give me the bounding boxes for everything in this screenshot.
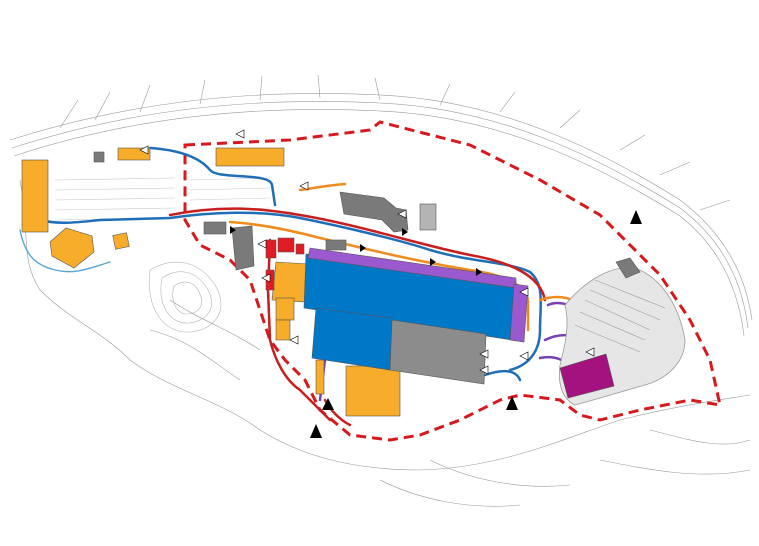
- building-gray-2: [339, 191, 409, 233]
- route-red-west: [266, 238, 332, 422]
- building-red-3: [295, 243, 305, 255]
- building-purple-east: [509, 283, 529, 343]
- background-hill-contours: [148, 261, 222, 333]
- building-orange-9: [315, 359, 325, 395]
- building-orange-8: [275, 319, 291, 341]
- marker-triangle-1: [630, 210, 642, 224]
- small-arrow-markers: [139, 129, 595, 375]
- buildings-gray: [93, 151, 641, 279]
- building-magenta: [559, 353, 615, 399]
- building-gray-south: [389, 319, 487, 385]
- building-orange-5: [112, 232, 130, 250]
- route-blue-north: [38, 211, 543, 372]
- background-linework: [9, 74, 753, 507]
- route-blue-top: [148, 146, 277, 207]
- building-orange-1: [21, 159, 49, 233]
- marker-triangle-2: [506, 396, 518, 410]
- route-lightblue-west: [19, 229, 111, 273]
- route-orange-west: [298, 182, 347, 192]
- background-parking-grid-west: [54, 177, 271, 221]
- marker-triangle-3: [310, 424, 322, 438]
- entrance-markers: [310, 210, 642, 438]
- route-blue-south: [483, 369, 522, 382]
- building-red-1: [265, 239, 277, 259]
- route-red-main: [168, 207, 547, 302]
- building-gray-4: [203, 221, 227, 235]
- building-orange-7: [275, 297, 295, 321]
- building-gray-7: [615, 257, 641, 279]
- building-orange-10: [345, 365, 401, 417]
- building-orange-3: [215, 147, 285, 167]
- buildings-main-hall: [303, 247, 529, 385]
- building-gray-5: [231, 225, 255, 271]
- building-orange-4: [49, 227, 95, 269]
- marker-triangle-4: [322, 398, 334, 410]
- route-direction-arrows: [230, 226, 482, 276]
- building-red-2: [277, 237, 295, 253]
- site-boundary: [183, 120, 722, 442]
- building-gray-6: [325, 239, 347, 251]
- building-orange-6: [271, 261, 309, 303]
- building-gray-1: [93, 151, 105, 163]
- buildings-orange: [21, 147, 401, 417]
- building-gray-3: [419, 203, 437, 231]
